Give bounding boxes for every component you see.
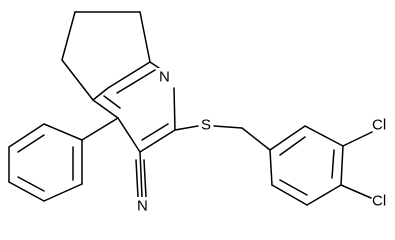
bond: [279, 179, 308, 196]
bond: [92, 87, 109, 101]
bond: [241, 127, 271, 151]
bond: [43, 183, 83, 202]
bond: [173, 87, 176, 131]
bond: [306, 184, 342, 206]
bond: [340, 184, 372, 199]
ring-nitrogen-label: N: [159, 69, 170, 86]
bond: [342, 131, 373, 147]
bond: [139, 129, 176, 153]
pyridine-ring: [92, 61, 176, 153]
thioether-linker: [174, 125, 271, 151]
bond: [107, 61, 151, 89]
bond: [139, 11, 151, 63]
nitrile-nitrogen-label: N: [137, 198, 148, 215]
bond: [331, 149, 335, 179]
bond: [81, 117, 119, 141]
bond: [174, 125, 199, 131]
nitrile-group: [135, 151, 147, 198]
sulfur-label: S: [201, 117, 211, 134]
bond: [340, 145, 344, 186]
bond: [141, 123, 169, 141]
molecule-structure-diagram: N S Cl Cl N: [8, 11, 386, 215]
bond: [116, 69, 156, 94]
chlorine-upper-label: Cl: [372, 117, 386, 134]
chlorine-lower-label: Cl: [372, 193, 386, 210]
structure-canvas: N S Cl Cl N: [8, 11, 386, 215]
bond: [304, 125, 344, 147]
bond: [61, 11, 76, 61]
dichlorophenyl-ring: [269, 125, 373, 206]
bond: [8, 123, 45, 148]
atom-labels: N S Cl Cl N: [133, 68, 386, 215]
bond: [269, 149, 273, 186]
bond: [271, 184, 308, 206]
bond: [139, 151, 143, 198]
bond: [92, 99, 119, 119]
bond: [61, 59, 94, 101]
cyclohexane-ring: [61, 11, 151, 101]
bond: [43, 123, 83, 141]
bond: [279, 136, 306, 156]
phenyl-ring: [8, 117, 119, 202]
bond: [103, 95, 121, 109]
bond: [17, 176, 45, 192]
bond: [17, 134, 45, 153]
bond: [269, 125, 306, 151]
bond: [213, 125, 243, 129]
bond: [143, 159, 147, 198]
bond: [117, 117, 141, 153]
bond: [8, 181, 45, 202]
bond: [135, 159, 139, 198]
